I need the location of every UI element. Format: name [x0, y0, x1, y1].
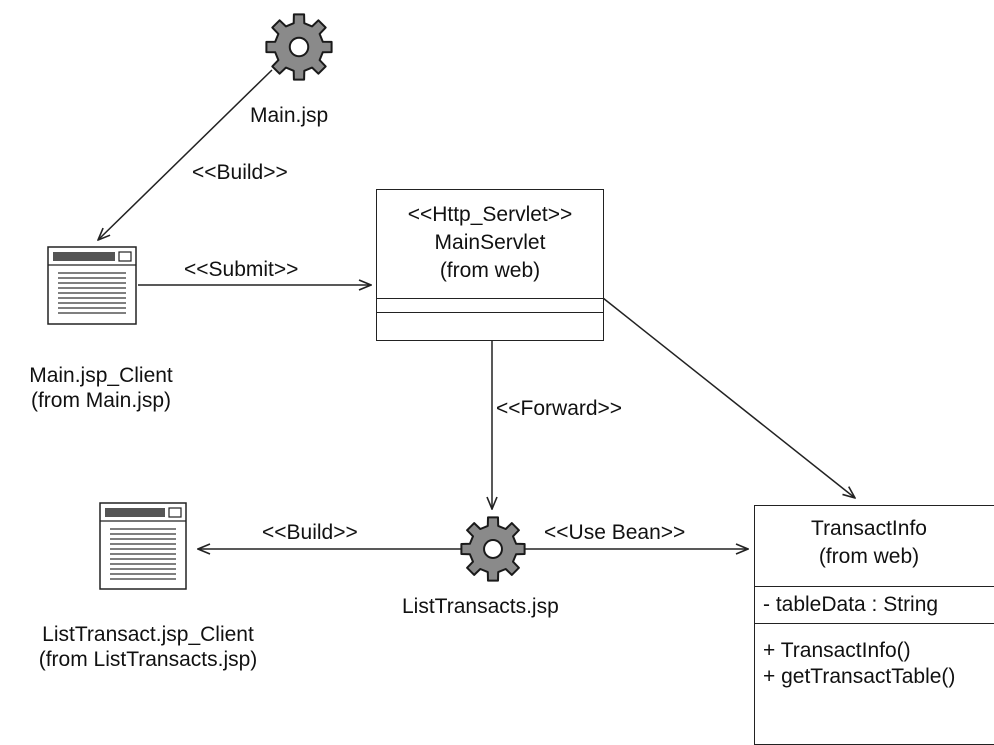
transact-info-class: TransactInfo (from web) - tableData : St… — [754, 505, 994, 745]
diagram-canvas — [47, 13, 994, 590]
main-client-label: Main.jsp_Client (from Main.jsp) — [0, 363, 202, 413]
list-transacts-label: ListTransacts.jsp — [402, 595, 559, 618]
list-client-origin: (from ListTransacts.jsp) — [38, 648, 258, 671]
transact-info-operation: + getTransactTable() — [763, 665, 956, 688]
transact-info-package: (from web) — [818, 545, 920, 568]
transact-info-operation: + TransactInfo() — [763, 639, 911, 662]
operation-separator — [377, 312, 603, 313]
main-servlet-name: MainServlet — [434, 231, 546, 254]
use-bean-edge-label: <<Use Bean>> — [544, 521, 686, 544]
main-servlet-package: (from web) — [439, 259, 541, 282]
main-client-name: Main.jsp_Client — [29, 364, 173, 387]
main-servlet-class: <<Http_Servlet>> MainServlet (from web) — [376, 189, 604, 341]
attribute-separator — [377, 298, 603, 299]
web-page-icon — [47, 246, 137, 325]
gear-icon — [460, 516, 526, 582]
gear-icon — [265, 13, 333, 81]
web-page-icon — [99, 502, 187, 590]
operation-separator — [755, 623, 994, 624]
build-edge-label: <<Build>> — [192, 161, 288, 184]
transact-info-name: TransactInfo — [811, 517, 927, 540]
build-list-edge-label: <<Build>> — [262, 521, 358, 544]
list-client-name: ListTransact.jsp_Client — [42, 623, 254, 646]
attribute-separator — [755, 586, 994, 587]
main-servlet-stereotype: <<Http_Servlet>> — [407, 203, 573, 226]
transact-info-attribute: - tableData : String — [763, 593, 939, 616]
main-client-origin: (from Main.jsp) — [30, 389, 172, 412]
build-edge-main — [98, 69, 273, 240]
submit-edge-label: <<Submit>> — [184, 258, 299, 281]
forward-edge-label: <<Forward>> — [496, 397, 623, 420]
list-client-label: ListTransact.jsp_Client (from ListTransa… — [0, 622, 296, 672]
main-jsp-label: Main.jsp — [250, 104, 329, 127]
association-edge — [602, 297, 855, 498]
